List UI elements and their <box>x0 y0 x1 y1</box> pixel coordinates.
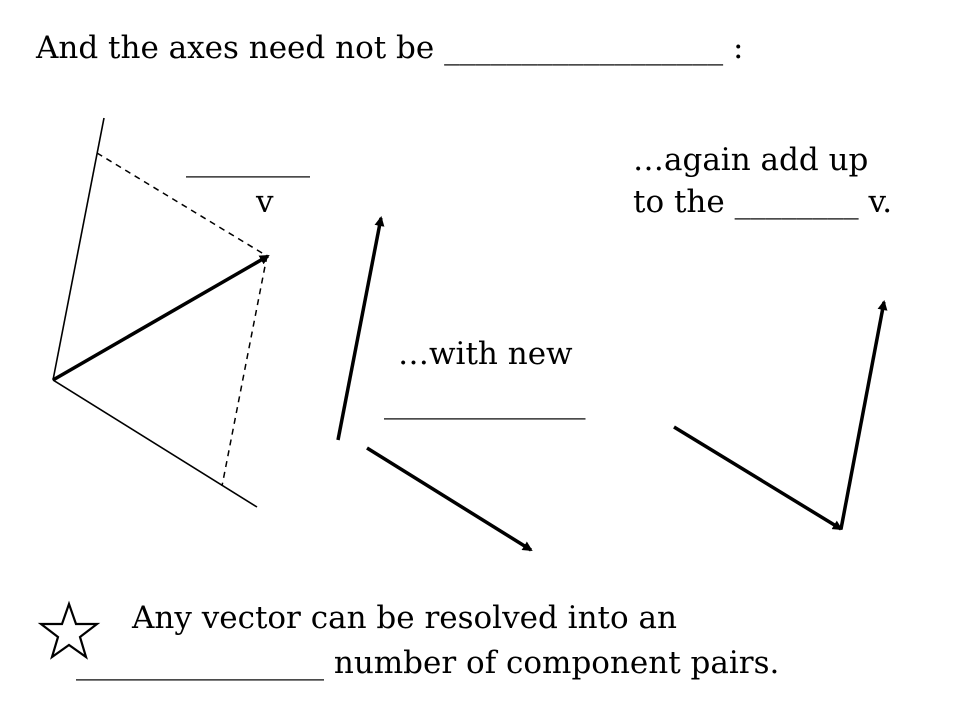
middle-note-line-2: _____________ <box>384 384 586 420</box>
projection-dash-upper <box>96 152 268 257</box>
middle-note-line-1: …with new <box>398 336 573 372</box>
vector-label-v: v <box>256 184 274 220</box>
sum-arrow-second <box>839 300 888 530</box>
slide-title: And the axes need not be _______________… <box>36 30 744 66</box>
vector-v-arrow <box>52 254 270 382</box>
tilted-axis-upper <box>52 117 105 381</box>
footer-line-1: Any vector can be resolved into an <box>132 600 677 636</box>
component-arrow-up <box>336 216 385 441</box>
right-note-line-1: …again add up <box>633 142 869 178</box>
projection-dash-lower <box>221 255 268 487</box>
vector-label-blank: ________ <box>186 142 310 178</box>
component-arrow-down <box>366 446 533 552</box>
star-icon <box>37 600 101 660</box>
sum-arrow-first <box>673 425 843 531</box>
footer-line-2: ________________ number of component pai… <box>76 645 780 681</box>
right-note-line-2: to the ________ v. <box>633 184 893 220</box>
tilted-axis-lower <box>52 379 258 508</box>
